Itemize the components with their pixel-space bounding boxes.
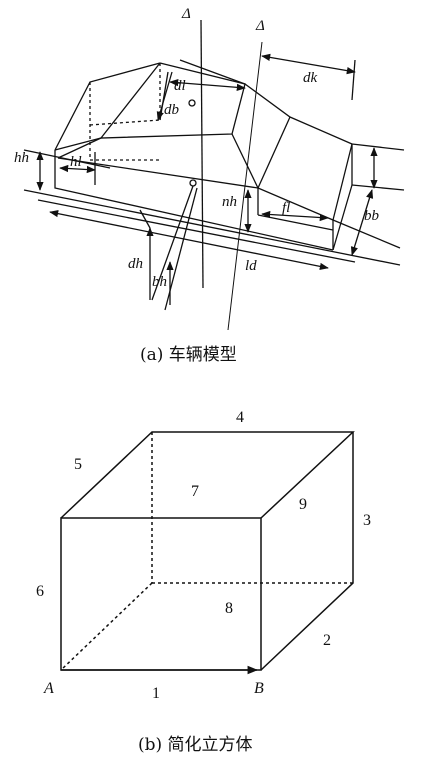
face-number-9: 9 — [299, 496, 307, 513]
face-number-7: 7 — [191, 483, 199, 500]
label-dl: dl — [174, 78, 186, 94]
axis-delta-1 — [200, 19, 204, 289]
cube-hidden-edge-diagonal — [60, 582, 153, 671]
label-delta-1: Δ — [181, 6, 191, 22]
face-number-5: 5 — [74, 456, 82, 473]
cube-front-face — [60, 517, 262, 671]
cube-top-face — [60, 431, 355, 519]
caption-a: (a) 车辆模型 — [140, 345, 237, 365]
face-number-4: 4 — [236, 409, 244, 426]
label-hl: hl — [70, 154, 82, 170]
vehicle-body — [23, 53, 405, 311]
label-bh: bh — [152, 274, 167, 290]
label-bb: bb — [364, 208, 380, 224]
face-number-8: 8 — [225, 600, 233, 617]
label-db: db — [164, 102, 180, 118]
vehicle-model-diagram: Δ Δ dl db dk hh hl nh fl bb dh bh ld — [14, 6, 405, 331]
face-number-1: 1 — [152, 685, 160, 702]
face-number-3: 3 — [363, 512, 371, 529]
label-fl: fl — [282, 200, 290, 216]
vehicle-labels: Δ Δ dl db dk hh hl nh fl bb dh bh ld — [14, 6, 380, 290]
vertex-label-b: B — [254, 680, 264, 697]
cube-diagram — [60, 431, 355, 675]
vertex-label-a: A — [43, 680, 54, 697]
label-ld: ld — [245, 258, 257, 274]
label-hh: hh — [14, 150, 29, 166]
cube-right-face — [260, 432, 354, 671]
face-number-6: 6 — [36, 583, 44, 600]
label-dh: dh — [128, 256, 143, 272]
label-delta-2: Δ — [255, 18, 265, 34]
cube-labels: 1 2 3 4 5 6 7 8 9 A B — [36, 409, 371, 702]
label-nh: nh — [222, 194, 237, 210]
face-number-2: 2 — [323, 632, 331, 649]
caption-b: (b) 简化立方体 — [138, 735, 253, 755]
label-dk: dk — [303, 70, 318, 86]
